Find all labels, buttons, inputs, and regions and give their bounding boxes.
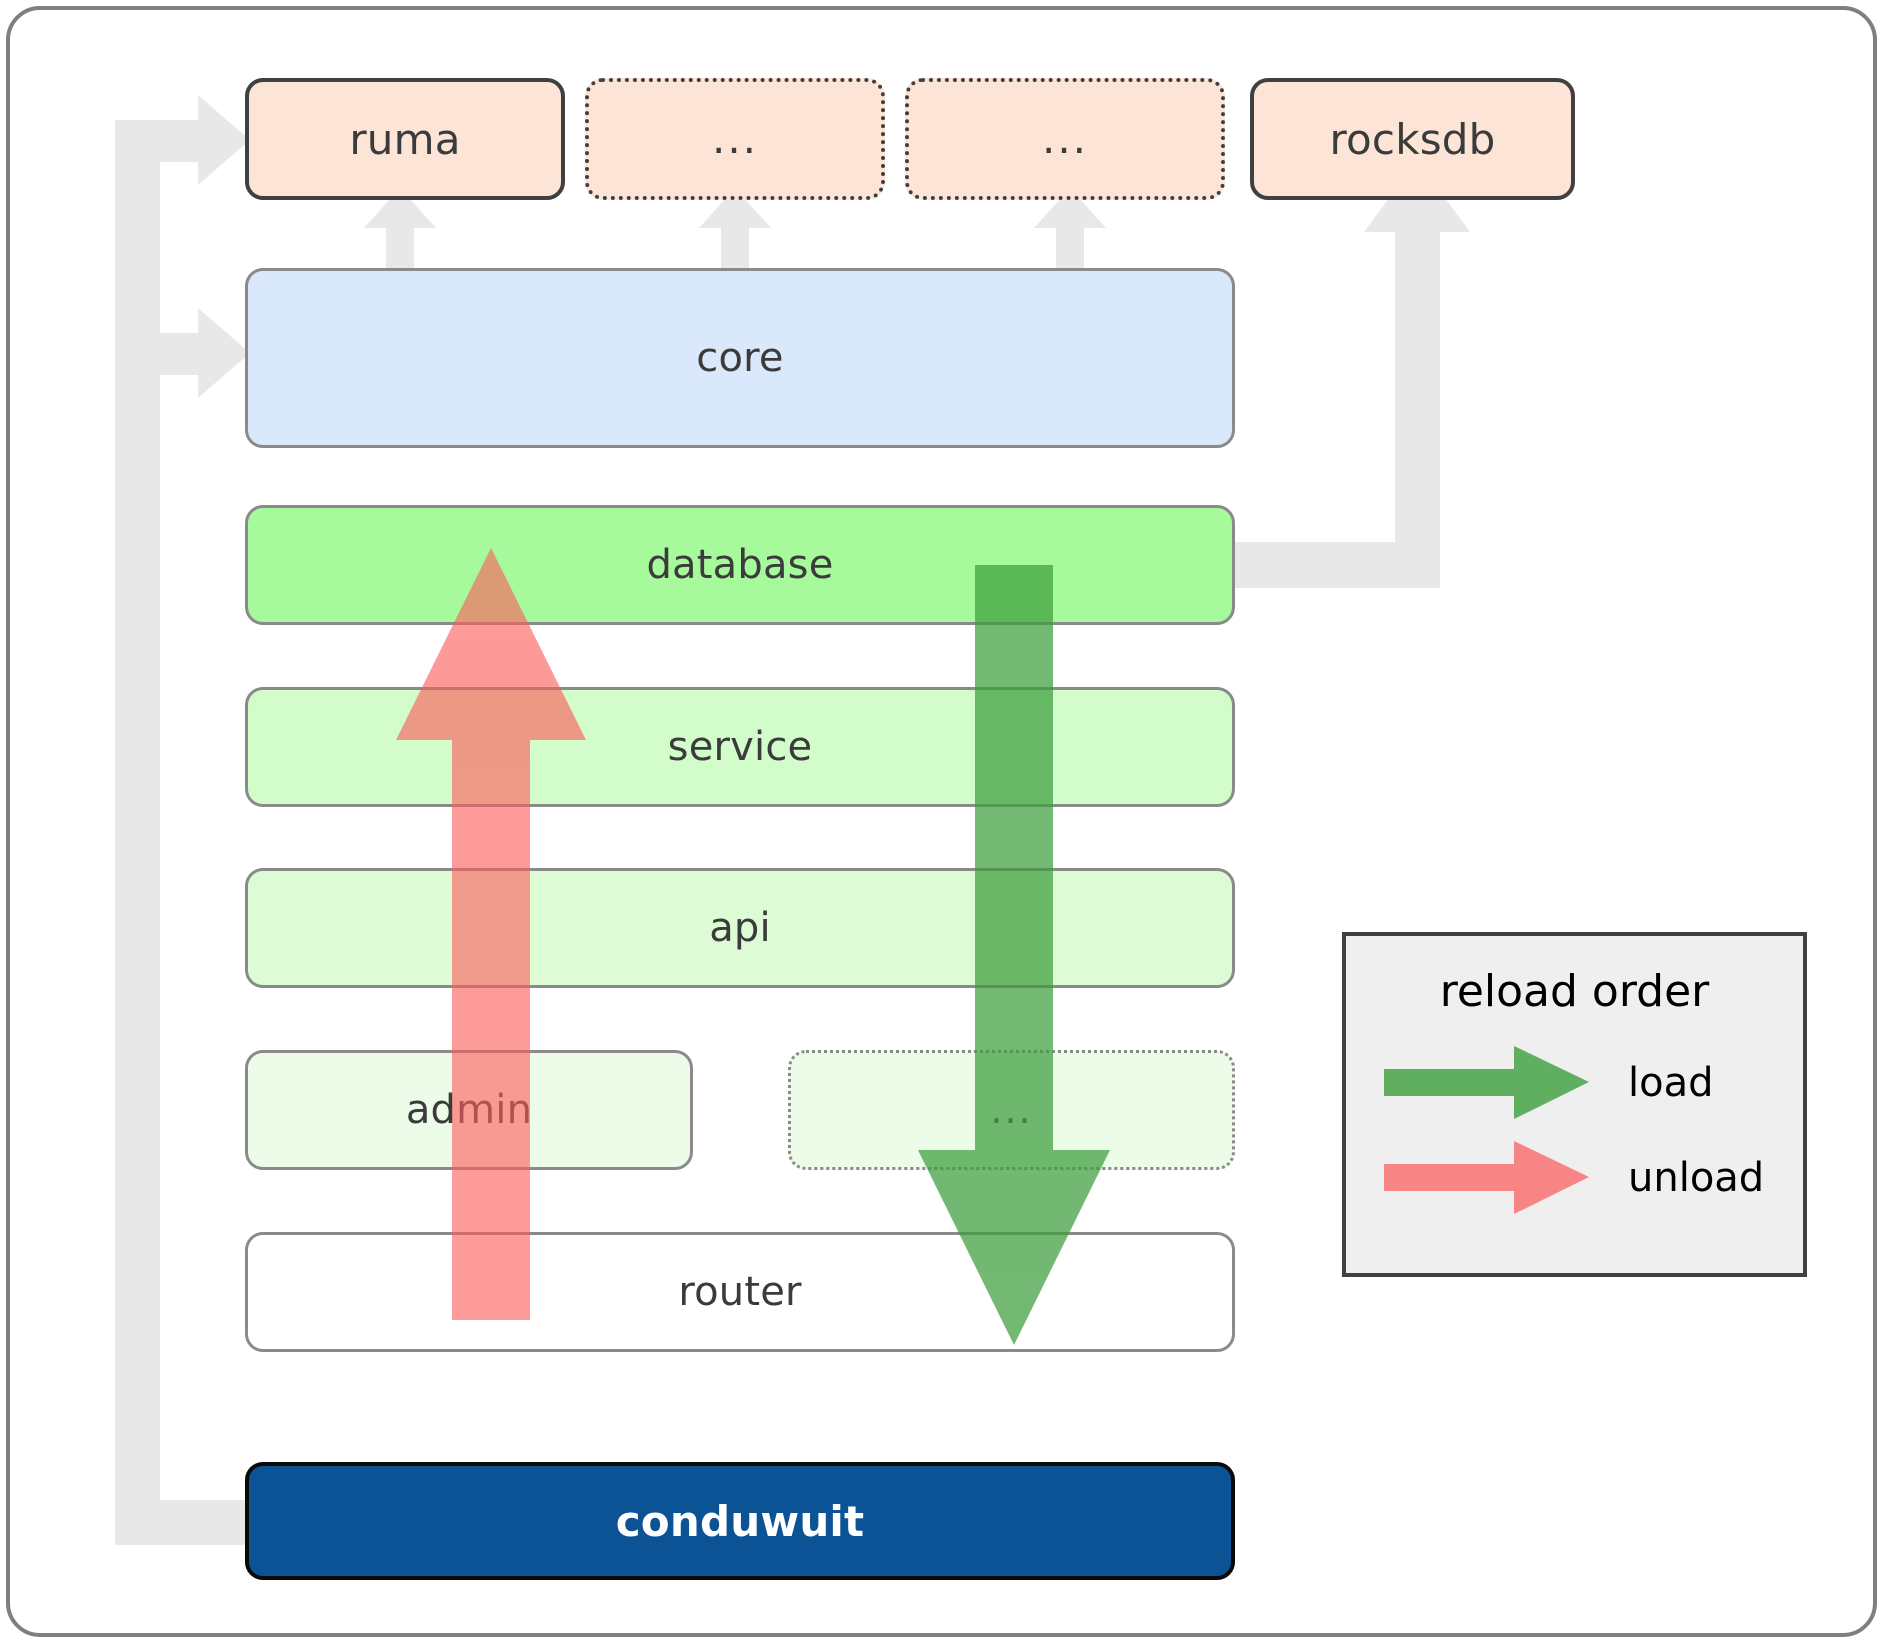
legend-swatch-load — [1384, 1046, 1589, 1119]
crate-label-api: api — [709, 905, 771, 951]
legend-title: reload order — [1439, 966, 1710, 1017]
legend-label-unload: unload — [1628, 1155, 1765, 1201]
crate-box-api[interactable]: api — [245, 868, 1235, 988]
binary-label-conduwuit: conduwuit — [615, 1496, 865, 1546]
crate-label-database: database — [646, 542, 834, 588]
crate-label-service: service — [667, 724, 813, 770]
dependency-box-placeholder-2[interactable]: ... — [905, 78, 1225, 200]
legend-arrow-swatches — [1384, 1046, 1589, 1214]
legend-swatch-unload — [1384, 1141, 1589, 1214]
binary-box-conduwuit[interactable]: conduwuit — [245, 1462, 1235, 1580]
crate-box-core[interactable]: core — [245, 268, 1235, 448]
dependency-label-placeholder-1: ... — [711, 113, 759, 163]
dependency-label-rocksdb: rocksdb — [1329, 114, 1496, 164]
crate-box-service[interactable]: service — [245, 687, 1235, 807]
dependency-box-ruma[interactable]: ruma — [245, 78, 565, 200]
dependency-label-ruma: ruma — [349, 114, 461, 164]
crate-label-core: core — [696, 335, 784, 381]
legend-label-load: load — [1628, 1060, 1714, 1106]
crate-label-placeholder: ... — [990, 1088, 1033, 1132]
crate-box-placeholder[interactable]: ... — [788, 1050, 1235, 1170]
crate-box-router[interactable]: router — [245, 1232, 1235, 1352]
crate-box-database[interactable]: database — [245, 505, 1235, 625]
dependency-box-rocksdb[interactable]: rocksdb — [1250, 78, 1575, 200]
legend-panel: reload order load unload — [1342, 932, 1807, 1277]
crate-box-admin[interactable]: admin — [245, 1050, 693, 1170]
diagram-frame — [6, 6, 1877, 1637]
crate-label-router: router — [678, 1269, 802, 1315]
dependency-box-placeholder-1[interactable]: ... — [585, 78, 885, 200]
crate-label-admin: admin — [405, 1087, 533, 1133]
dependency-label-placeholder-2: ... — [1041, 113, 1089, 163]
